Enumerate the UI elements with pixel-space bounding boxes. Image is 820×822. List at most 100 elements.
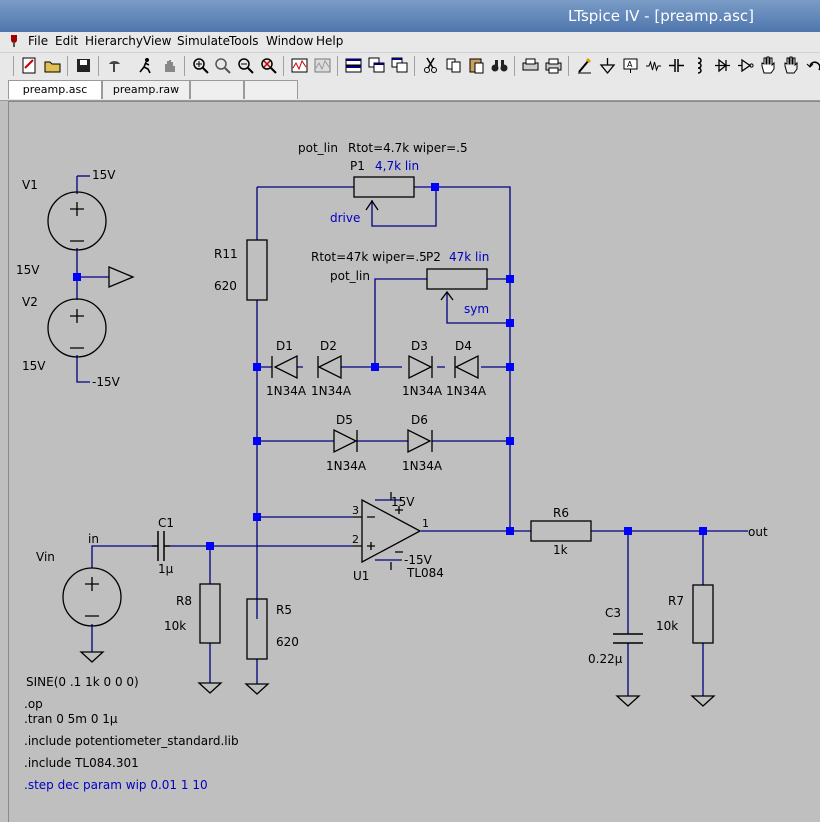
control-panel-icon[interactable] bbox=[105, 56, 124, 75]
u1-pin-inv: 3 bbox=[352, 504, 359, 517]
zoom-out-icon[interactable] bbox=[236, 56, 255, 75]
ground-symbols bbox=[79, 651, 716, 707]
cascade-icon[interactable] bbox=[367, 56, 386, 75]
zoom-in-icon[interactable] bbox=[191, 56, 210, 75]
c3-value: 0.22µ bbox=[588, 652, 623, 666]
menu-help[interactable]: Help bbox=[316, 34, 344, 48]
print-icon[interactable] bbox=[544, 56, 563, 75]
label-net-icon[interactable]: A bbox=[621, 56, 640, 75]
component-icon[interactable] bbox=[736, 56, 755, 75]
drag-icon[interactable] bbox=[782, 56, 801, 75]
r7-name: R7 bbox=[668, 594, 684, 608]
d4-value: 1N34A bbox=[446, 384, 487, 398]
capacitor-icon[interactable] bbox=[667, 56, 686, 75]
zoom-cancel-icon[interactable] bbox=[259, 56, 278, 75]
menu-edit[interactable]: Edit bbox=[55, 34, 79, 48]
u1-pin-out: 1 bbox=[422, 517, 429, 530]
inductor-icon[interactable] bbox=[690, 56, 709, 75]
p1-label: 4,7k lin bbox=[375, 159, 419, 173]
cut-icon[interactable] bbox=[421, 56, 440, 75]
move-icon[interactable] bbox=[759, 56, 778, 75]
tab-preamp-raw[interactable]: preamp.raw bbox=[102, 80, 190, 99]
diode-icon[interactable] bbox=[713, 56, 732, 75]
copy-icon[interactable] bbox=[444, 56, 463, 75]
app-icon[interactable] bbox=[8, 34, 20, 48]
run-icon[interactable] bbox=[136, 56, 155, 75]
halt-icon[interactable] bbox=[160, 56, 179, 75]
voltage-sources bbox=[47, 191, 135, 627]
r11-value: 620 bbox=[214, 279, 237, 293]
u1-vpos-label: 15V bbox=[391, 495, 415, 509]
v1-name: V1 bbox=[22, 178, 38, 192]
window-title: LTspice IV - [preamp.asc] bbox=[568, 7, 754, 25]
u1-model: TL084 bbox=[406, 566, 444, 580]
toolbar: A bbox=[0, 52, 820, 79]
tab-empty[interactable] bbox=[190, 80, 244, 99]
u1-pin-noninv: 2 bbox=[352, 533, 359, 546]
wire-icon[interactable] bbox=[575, 56, 594, 75]
toolbar-separator bbox=[283, 56, 284, 76]
d1-name: D1 bbox=[276, 339, 293, 353]
vin-source-spec: SINE(0 .1 1k 0 0 0) bbox=[26, 675, 139, 689]
c1-name: C1 bbox=[158, 516, 174, 530]
directive-tran: .tran 0 5m 0 1µ bbox=[24, 712, 118, 726]
p1-wiper-net: drive bbox=[330, 211, 360, 225]
p2-params: Rtot=47k wiper=.5 bbox=[311, 250, 427, 264]
p2-model: pot_lin bbox=[330, 269, 370, 283]
menu-view[interactable]: View bbox=[143, 34, 172, 48]
p2-label: 47k lin bbox=[449, 250, 489, 264]
tab-preamp-asc[interactable]: preamp.asc bbox=[8, 80, 102, 99]
directive-include-tl084: .include TL084.301 bbox=[24, 756, 139, 770]
v1-net-label: 15V bbox=[92, 168, 116, 182]
p1-name: P1 bbox=[350, 159, 365, 173]
tile-horizontal-icon[interactable] bbox=[344, 56, 363, 75]
menu-tools[interactable]: Tools bbox=[229, 34, 259, 48]
resistors bbox=[199, 176, 714, 660]
plot-settings-icon[interactable] bbox=[313, 56, 332, 75]
toolbar-separator bbox=[67, 56, 68, 76]
vin-name: Vin bbox=[36, 550, 55, 564]
u1-name: U1 bbox=[353, 569, 369, 583]
print-setup-icon[interactable] bbox=[521, 56, 540, 75]
toolbar-separator bbox=[184, 56, 185, 76]
zoom-pan-icon[interactable] bbox=[213, 56, 232, 75]
menu-window[interactable]: Window bbox=[266, 34, 314, 48]
title-bar: LTspice IV - [preamp.asc] bbox=[0, 0, 820, 32]
r6-value: 1k bbox=[553, 543, 568, 557]
open-icon[interactable] bbox=[43, 56, 62, 75]
d3-name: D3 bbox=[411, 339, 428, 353]
r6-name: R6 bbox=[553, 506, 569, 520]
v2-value: 15V bbox=[22, 359, 46, 373]
d6-value: 1N34A bbox=[402, 459, 443, 473]
menu-simulate[interactable]: Simulate bbox=[177, 34, 231, 48]
r5-value: 620 bbox=[276, 635, 299, 649]
d6-name: D6 bbox=[411, 413, 428, 427]
save-icon[interactable] bbox=[74, 56, 93, 75]
directive-op: .op bbox=[24, 697, 43, 711]
new-schematic-icon[interactable] bbox=[20, 56, 39, 75]
junctions bbox=[73, 183, 707, 550]
p2-wiper-net: sym bbox=[464, 302, 489, 316]
u1-vneg-label: -15V bbox=[404, 553, 433, 567]
p2-name: P2 bbox=[426, 250, 441, 264]
schematic-canvas[interactable] bbox=[8, 101, 820, 822]
v1-value: 15V bbox=[16, 263, 40, 277]
toolbar-separator bbox=[13, 56, 14, 76]
p1-params: Rtot=4.7k wiper=.5 bbox=[348, 141, 468, 155]
param-labels: 4,7k lin drive 47k lin sym .step dec par… bbox=[24, 159, 489, 792]
autorange-icon[interactable] bbox=[290, 56, 309, 75]
paste-icon[interactable] bbox=[467, 56, 486, 75]
ground-icon[interactable] bbox=[598, 56, 617, 75]
resistor-icon[interactable] bbox=[644, 56, 663, 75]
tile-vertical-icon[interactable] bbox=[390, 56, 409, 75]
v2-net-label: -15V bbox=[92, 375, 121, 389]
menu-hierarchy[interactable]: Hierarchy bbox=[85, 34, 144, 48]
menu-file[interactable]: File bbox=[28, 34, 49, 48]
toolbar-separator bbox=[98, 56, 99, 76]
d3-value: 1N34A bbox=[402, 384, 443, 398]
r11-name: R11 bbox=[214, 247, 238, 261]
tab-empty[interactable] bbox=[244, 80, 298, 99]
toolbar-separator bbox=[337, 56, 338, 76]
find-icon[interactable] bbox=[490, 56, 509, 75]
